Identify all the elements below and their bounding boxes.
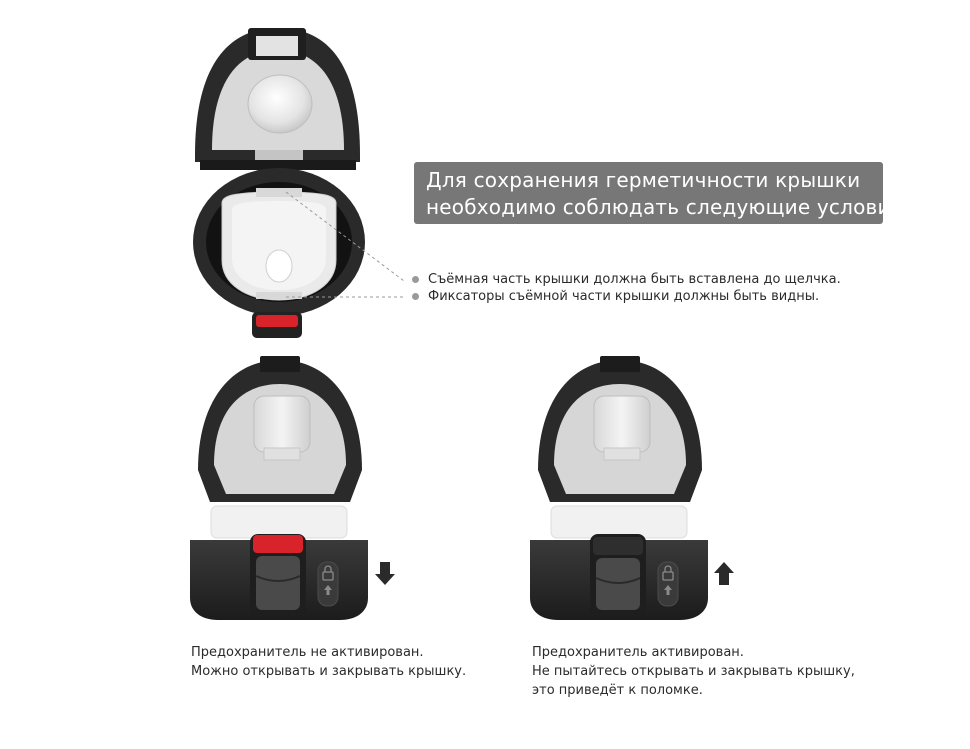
- open-lid-top-view: [193, 28, 365, 338]
- arrow-up-icon: [664, 585, 672, 595]
- caption-unlocked-line-2: Можно открывать и закрывать крышку.: [191, 664, 467, 679]
- caption-unlocked: Предохранитель не активирован. Можно отк…: [191, 643, 466, 681]
- caption-locked-line-1: Предохранитель активирован.: [532, 645, 744, 660]
- banner-line-2: необходимо соблюдать следующие условия:: [426, 195, 910, 219]
- banner-line-1: Для сохранения герметичности крышки: [426, 168, 861, 192]
- instruction-banner: Для сохранения герметичности крышки необ…: [414, 162, 910, 224]
- arrow-down-icon: [375, 562, 395, 585]
- lid-locked: [530, 356, 708, 620]
- caption-unlocked-line-1: Предохранитель не активирован.: [191, 645, 424, 660]
- condition-latches-visible: Фиксаторы съёмной части крышки должны бы…: [428, 289, 820, 304]
- caption-locked: Предохранитель активирован. Не пытайтесь…: [532, 643, 855, 700]
- condition-insert-click: Съёмная часть крышки должна быть вставле…: [428, 272, 841, 287]
- padlock-icon: [322, 565, 334, 581]
- bullet-1: [412, 276, 419, 283]
- bullet-2: [412, 293, 419, 300]
- lid-unlocked: [190, 356, 368, 620]
- leader-lines: [285, 191, 405, 298]
- caption-locked-line-2: Не пытайтесь открывать и закрывать крышк…: [532, 664, 855, 679]
- arrow-up-icon: [714, 562, 734, 585]
- caption-locked-line-3: это приведёт к поломке.: [532, 683, 703, 698]
- arrow-up-icon: [324, 585, 332, 595]
- padlock-icon: [662, 565, 674, 581]
